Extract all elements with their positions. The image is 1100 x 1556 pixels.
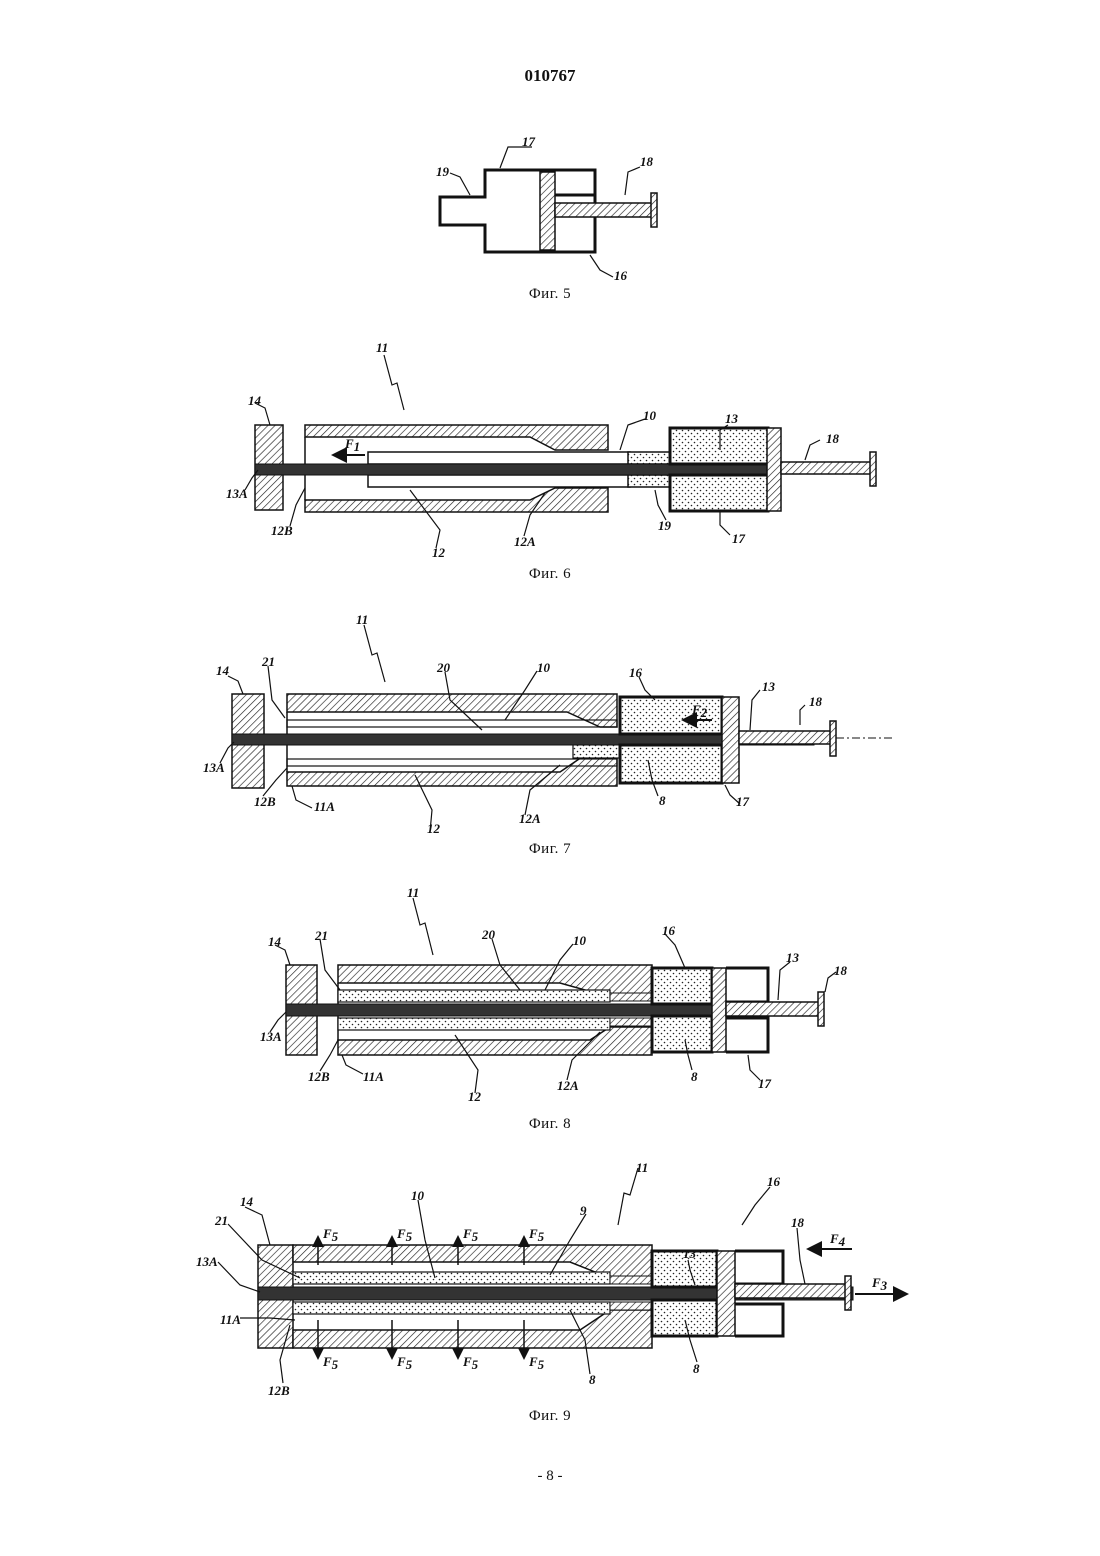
label-8: 8 xyxy=(691,1069,698,1084)
label-19: 19 xyxy=(658,518,672,533)
label-11: 11 xyxy=(636,1160,648,1175)
label-17: 17 xyxy=(758,1076,772,1091)
label-8: 8 xyxy=(589,1372,596,1387)
label-12: 12 xyxy=(427,821,441,836)
figure-9: 11 16 14 10 9 21 13 18 13A 11A 12B 8 8 F… xyxy=(196,1160,905,1398)
label-14: 14 xyxy=(240,1194,254,1209)
label-21: 21 xyxy=(314,928,328,943)
force-label-f3: F3 xyxy=(871,1275,888,1293)
force-label-f5: F5 xyxy=(396,1354,413,1372)
label-11: 11 xyxy=(407,885,419,900)
label-12A: 12A xyxy=(557,1078,579,1093)
label-16: 16 xyxy=(614,268,628,283)
label-18: 18 xyxy=(791,1215,805,1230)
force-label-f1: F1 xyxy=(344,436,360,454)
force-label-f5: F5 xyxy=(396,1226,413,1244)
label-19: 19 xyxy=(436,164,450,179)
label-12A: 12A xyxy=(519,811,541,826)
label-11: 11 xyxy=(356,612,368,627)
figure-5: 17 19 18 16 xyxy=(436,134,657,283)
label-12: 12 xyxy=(432,545,446,560)
tube-10 xyxy=(368,452,630,464)
label-12B: 12B xyxy=(271,523,293,538)
label-10: 10 xyxy=(411,1188,425,1203)
label-20: 20 xyxy=(436,660,451,675)
label-17: 17 xyxy=(736,794,750,809)
label-8: 8 xyxy=(693,1361,700,1376)
label-13A: 13A xyxy=(260,1029,282,1044)
label-18: 18 xyxy=(826,431,840,446)
label-12A: 12A xyxy=(514,534,536,549)
label-8: 8 xyxy=(659,793,666,808)
label-18: 18 xyxy=(640,154,654,169)
label-12B: 12B xyxy=(308,1069,330,1084)
page-number: - 8 - xyxy=(0,1468,1100,1485)
figure-7: 11 14 21 20 10 16 13 18 13A 12B 11A 12 1… xyxy=(203,612,893,836)
figure-9-caption: Фиг. 9 xyxy=(0,1408,1100,1425)
label-20: 20 xyxy=(481,927,496,942)
label-21: 21 xyxy=(261,654,275,669)
label-13A: 13A xyxy=(203,760,225,775)
figure-8: 11 14 21 20 10 16 13 18 13A 12B 11A 12 1… xyxy=(260,885,848,1104)
figure-8-caption: Фиг. 8 xyxy=(0,1116,1100,1133)
force-label-f5: F5 xyxy=(462,1226,479,1244)
label-13: 13 xyxy=(725,411,739,426)
figure-5-caption: Фиг. 5 xyxy=(0,286,1100,303)
force-label-f5: F5 xyxy=(462,1354,479,1372)
label-11A: 11A xyxy=(314,799,335,814)
label-13: 13 xyxy=(683,1246,697,1261)
plunger-rod-18 xyxy=(555,203,653,217)
force-label-f5: F5 xyxy=(322,1354,339,1372)
label-14: 14 xyxy=(248,393,262,408)
figure-6: 11 14 10 13 18 13A 12B 12 12A 19 17 F1 xyxy=(226,340,876,560)
label-16: 16 xyxy=(629,665,643,680)
label-18: 18 xyxy=(809,694,823,709)
label-12B: 12B xyxy=(268,1383,290,1398)
label-14: 14 xyxy=(216,663,230,678)
label-10: 10 xyxy=(643,408,657,423)
label-17: 17 xyxy=(732,531,746,546)
label-12B: 12B xyxy=(254,794,276,809)
label-9: 9 xyxy=(580,1203,587,1218)
label-11A: 11A xyxy=(363,1069,384,1084)
label-11A: 11A xyxy=(220,1312,241,1327)
label-14: 14 xyxy=(268,934,282,949)
label-12: 12 xyxy=(468,1089,482,1104)
rod-13 xyxy=(255,464,767,475)
label-21: 21 xyxy=(214,1213,228,1228)
label-10: 10 xyxy=(573,933,587,948)
plunger-head xyxy=(540,172,555,250)
label-16: 16 xyxy=(662,923,676,938)
plunger-flange xyxy=(651,193,657,227)
label-13A: 13A xyxy=(196,1254,218,1269)
figure-7-caption: Фиг. 7 xyxy=(0,841,1100,858)
force-label-f5: F5 xyxy=(528,1226,545,1244)
label-13: 13 xyxy=(786,950,800,965)
figure-6-caption: Фиг. 6 xyxy=(0,566,1100,583)
label-13: 13 xyxy=(762,679,776,694)
label-17: 17 xyxy=(522,134,536,149)
label-18: 18 xyxy=(834,963,848,978)
label-16: 16 xyxy=(767,1174,781,1189)
label-11: 11 xyxy=(376,340,388,355)
force-label-f5: F5 xyxy=(528,1354,545,1372)
label-10: 10 xyxy=(537,660,551,675)
force-label-f5: F5 xyxy=(322,1226,339,1244)
force-label-f4: F4 xyxy=(829,1231,846,1249)
label-13A: 13A xyxy=(226,486,248,501)
